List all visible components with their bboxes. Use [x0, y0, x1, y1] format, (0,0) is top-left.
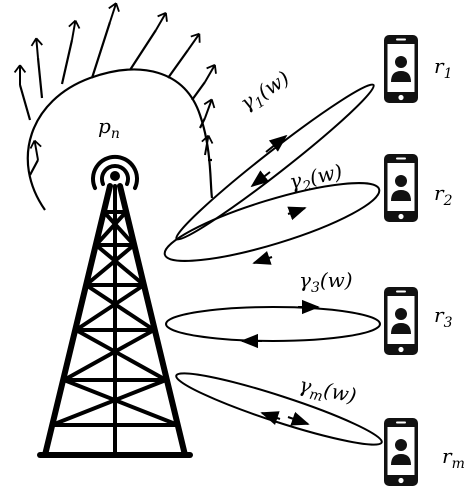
beam-m: [175, 372, 383, 446]
beam-3: [165, 299, 381, 349]
beam-2-label: γ2(w): [287, 159, 345, 198]
tower-label: pn: [98, 114, 120, 142]
user-m-label: rm: [442, 444, 465, 472]
beam-1: [175, 83, 375, 241]
beam-1-label: γ1(w): [236, 66, 296, 119]
beam-m-label: γm(w): [296, 372, 359, 411]
beam-2: [163, 182, 381, 265]
user-1-label: r1: [434, 54, 452, 82]
beam-3-label: γ3(w): [299, 268, 353, 296]
user-3-label: r3: [434, 303, 453, 331]
smartphone-user-icon: [384, 154, 418, 222]
smartphone-user-icon: [384, 35, 418, 103]
smartphone-user-icon: [384, 418, 418, 486]
antenna-array: [13, 0, 221, 211]
cell-tower-icon: [37, 154, 193, 458]
smartphone-user-icon: [384, 287, 418, 355]
user-2-label: r2: [434, 181, 453, 209]
